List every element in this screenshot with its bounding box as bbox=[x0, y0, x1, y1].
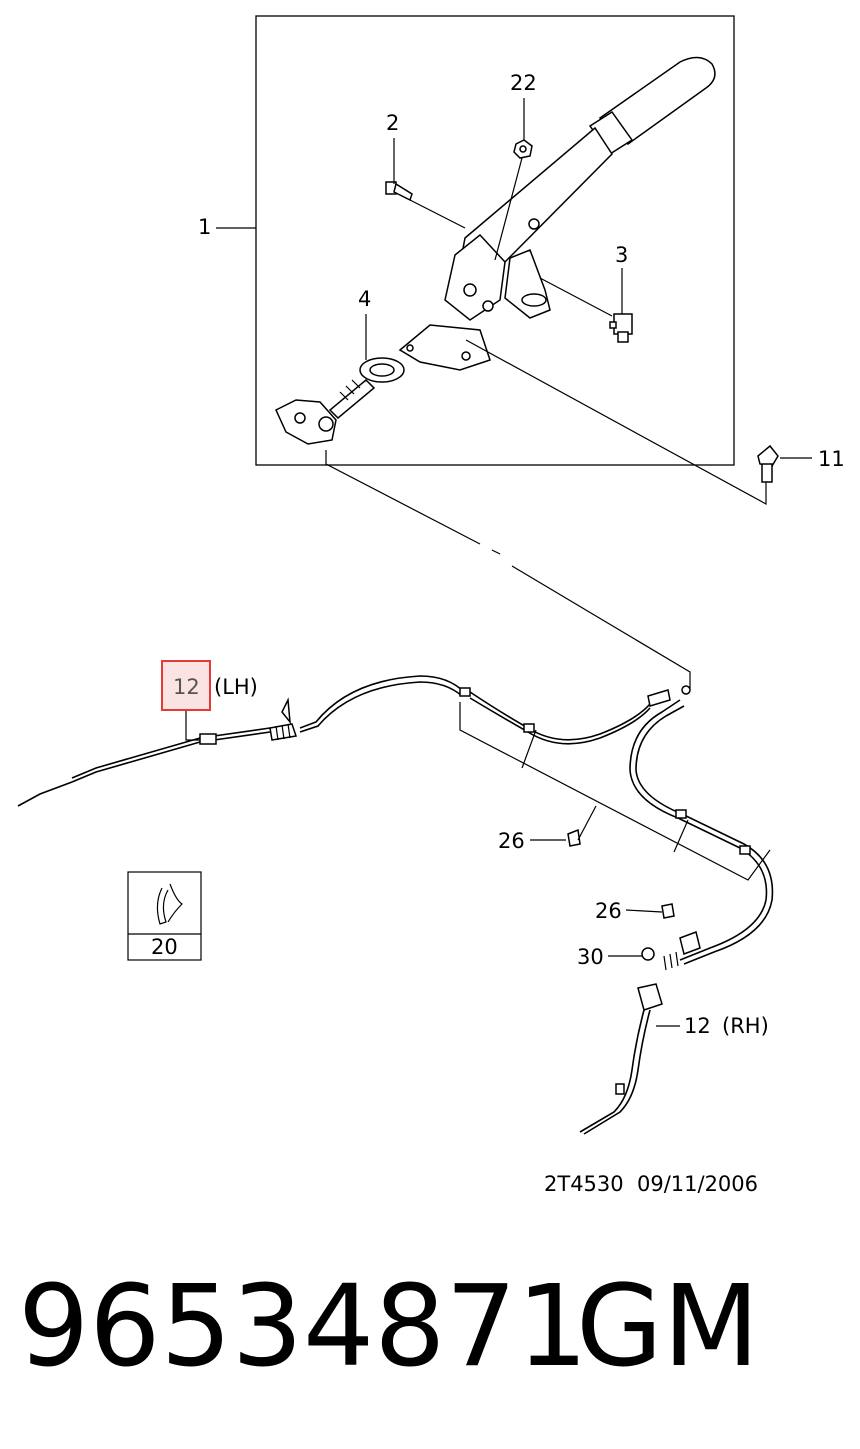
callout-22: 22 bbox=[510, 71, 537, 95]
callout-26-b: 26 bbox=[595, 899, 622, 923]
callout-2: 2 bbox=[386, 111, 399, 135]
nut-22-part bbox=[513, 139, 533, 159]
clip-20-box bbox=[127, 871, 202, 961]
bolt-2-part bbox=[385, 181, 413, 202]
callout-3: 3 bbox=[615, 243, 628, 267]
drawing-stamp: 2T4530 09/11/2006 bbox=[544, 1172, 758, 1196]
callout-4: 4 bbox=[358, 287, 371, 311]
callout-12-rh-side: (RH) bbox=[722, 1014, 769, 1038]
bolt-11-part bbox=[757, 444, 779, 483]
lever-assembly-frame bbox=[255, 15, 735, 466]
nut-30-part bbox=[641, 947, 655, 961]
brake-lever-part bbox=[398, 56, 716, 371]
bolt-26-a-part bbox=[567, 828, 581, 847]
cable-12-lh-part bbox=[17, 675, 691, 807]
highlight-box bbox=[161, 660, 211, 711]
callout-30: 30 bbox=[577, 945, 604, 969]
brand-name: GM bbox=[576, 1262, 759, 1392]
cable-12-rh-part bbox=[579, 699, 774, 1135]
callout-12-lh-number[interactable]: 12 bbox=[173, 675, 200, 699]
part-number: 96534871 bbox=[18, 1262, 588, 1392]
callout-26-a: 26 bbox=[498, 829, 525, 853]
callout-12-rh-number: 12 bbox=[684, 1014, 711, 1038]
callout-20: 20 bbox=[151, 935, 178, 959]
bolt-26-b-part bbox=[661, 903, 675, 919]
callout-12-lh-side: (LH) bbox=[214, 675, 258, 699]
switch-3-part bbox=[609, 313, 633, 343]
callout-11: 11 bbox=[818, 447, 845, 471]
equalizer-4-part bbox=[275, 357, 405, 445]
callout-1: 1 bbox=[198, 215, 211, 239]
